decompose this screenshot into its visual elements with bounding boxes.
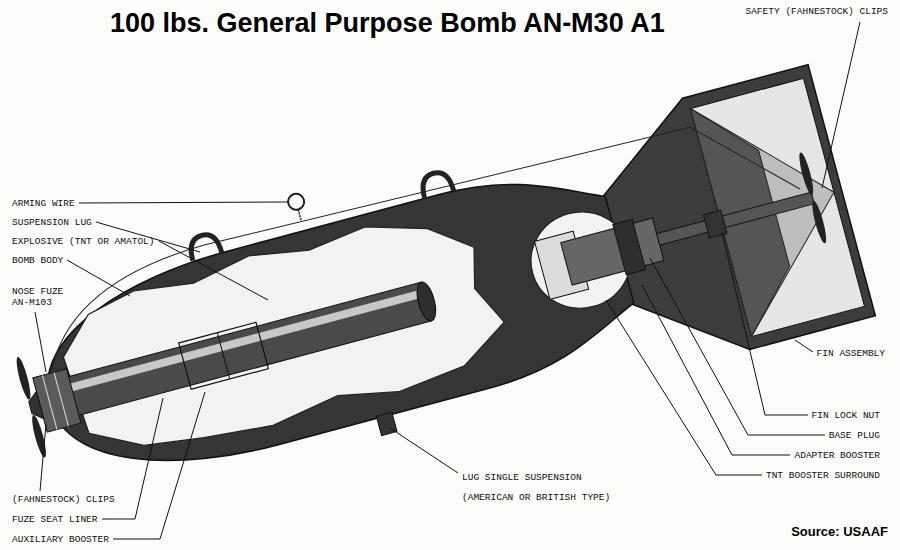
title: 100 lbs. General Purpose Bomb AN-M30 A1 bbox=[110, 6, 665, 40]
leader-line bbox=[650, 258, 825, 435]
part-label: FUZE SEAT LINER bbox=[12, 514, 98, 525]
fuze-seat-liner bbox=[64, 282, 432, 416]
single-suspension-lug bbox=[376, 412, 397, 435]
nose-vane bbox=[14, 356, 33, 401]
fin-assembly bbox=[576, 65, 875, 378]
bomb-body bbox=[24, 153, 646, 499]
leader-lines bbox=[35, 22, 860, 539]
leader-line bbox=[79, 202, 288, 203]
leader-line bbox=[390, 428, 458, 473]
fin-lock-nut bbox=[703, 210, 727, 238]
arming-ring bbox=[286, 192, 306, 212]
booster-seam bbox=[217, 333, 229, 379]
leader-line bbox=[35, 312, 46, 372]
fuze-band bbox=[42, 375, 56, 429]
leader-line bbox=[113, 392, 205, 539]
part-label: ADAPTER BOOSTER bbox=[794, 450, 880, 461]
nose-vane bbox=[30, 414, 49, 459]
suspension-lug bbox=[187, 232, 222, 261]
part-label: LUG SINGLE SUSPENSION (AMERICAN OR BRITI… bbox=[462, 468, 620, 508]
leader-line bbox=[822, 22, 860, 188]
part-label: NOSE FUZE AN-M103 bbox=[12, 286, 72, 308]
part-label: EXPLOSIVE (TNT OR AMATOL) bbox=[12, 236, 155, 247]
fuze-band bbox=[54, 372, 68, 426]
tail-vane bbox=[797, 152, 816, 197]
part-label: SUSPENSION LUG bbox=[12, 217, 92, 228]
leader-line bbox=[642, 285, 790, 455]
part-label: BOMB BODY bbox=[12, 255, 63, 266]
leader-line bbox=[159, 241, 268, 300]
part-label: TNT BOOSTER SURROUND bbox=[766, 470, 880, 481]
part-label: AUXILIARY BOOSTER bbox=[12, 534, 109, 545]
part-label: FIN LOCK NUT bbox=[812, 410, 880, 421]
part-label: BASE PLUG bbox=[829, 430, 880, 441]
part-label: FIN ASSEMBLY bbox=[817, 348, 885, 359]
tail-vane bbox=[810, 200, 829, 245]
adapter-booster bbox=[561, 218, 664, 285]
leader-line bbox=[40, 424, 46, 491]
part-label: SAFETY (FAHNESTOCK) CLIPS bbox=[745, 6, 888, 17]
part-label: (FAHNESTOCK) CLIPS bbox=[12, 494, 115, 505]
part-label: ARMING WIRE bbox=[12, 198, 75, 209]
leader-line bbox=[722, 232, 808, 415]
auxiliary-booster bbox=[179, 322, 269, 389]
wire-chain bbox=[298, 210, 301, 221]
leader-line bbox=[606, 300, 762, 475]
nose-fuze bbox=[33, 369, 81, 432]
liner-highlight bbox=[66, 289, 425, 392]
liner-end bbox=[413, 280, 439, 323]
tail-shaft bbox=[657, 192, 815, 245]
bomb-figure bbox=[0, 57, 875, 534]
source-note: Source: USAAF bbox=[791, 524, 888, 539]
leader-line bbox=[795, 340, 813, 352]
suspension-lug bbox=[419, 169, 454, 198]
leader-line bbox=[67, 260, 130, 296]
base-plug bbox=[613, 219, 646, 274]
